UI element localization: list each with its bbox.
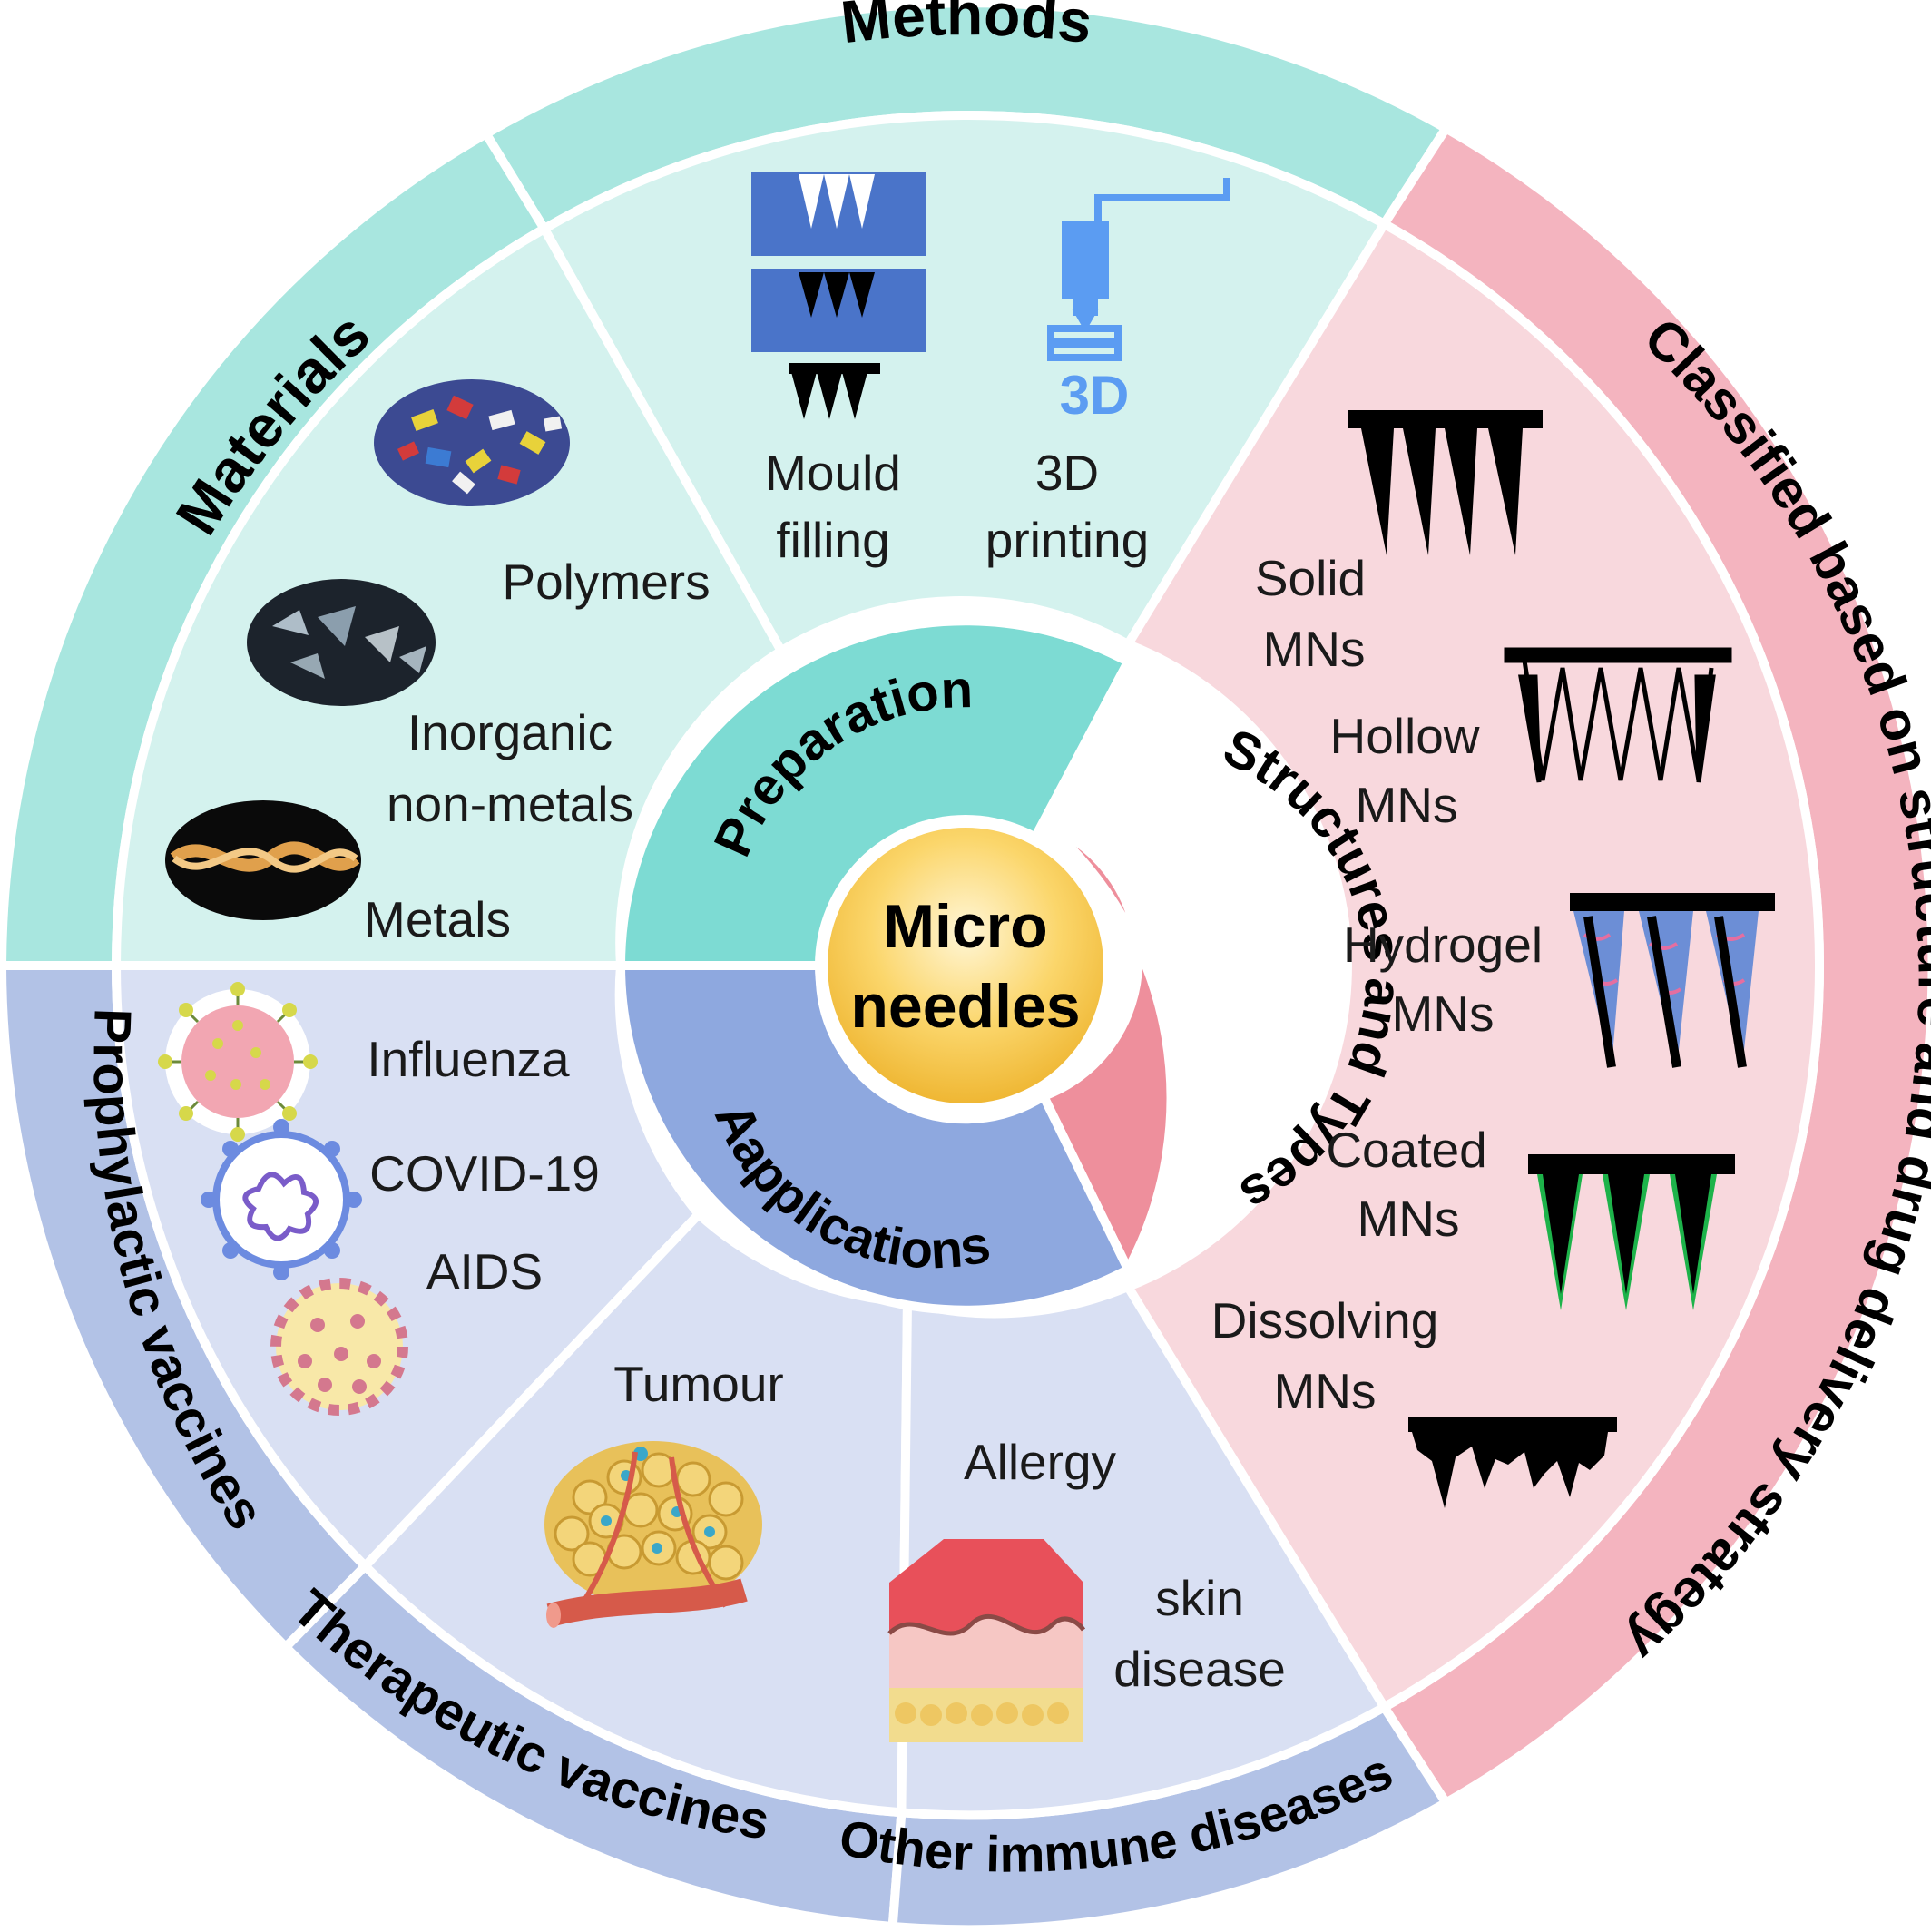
covid-virus-icon (201, 1119, 362, 1280)
solid-mn-icon[interactable] (1348, 410, 1543, 555)
middle-sector-materials (111, 222, 788, 970)
center-title-line1: Micro (883, 892, 1047, 961)
solid-label-line1: Solid (1255, 550, 1366, 606)
printer-badge: 3D (1060, 365, 1130, 426)
hydrogel-label-line1: Hydrogel (1343, 917, 1543, 973)
hydrogel-mn-icon[interactable] (1570, 893, 1775, 1068)
metals-label: Metals (364, 891, 511, 947)
allergy-label: Allergy (964, 1434, 1117, 1490)
hollow-label-line1: Hollow (1329, 708, 1479, 764)
printer-icon (1047, 178, 1230, 361)
center-core (828, 828, 1103, 1103)
hydrogel-label-line2: MNs (1391, 986, 1494, 1042)
coated-mn-icon[interactable] (1528, 1154, 1735, 1310)
mould-icon (751, 172, 926, 419)
influenza-label: Influenza (367, 1031, 570, 1087)
metals-image (165, 800, 361, 920)
printing-label-line1: 3D (1035, 445, 1099, 501)
printing-label-line2: printing (985, 512, 1149, 568)
mould-label-line1: Mould (765, 445, 901, 501)
covid-label: COVID-19 (369, 1145, 600, 1201)
hollow-mn-icon[interactable] (1504, 647, 1732, 783)
mould-label-line2: filling (776, 512, 889, 568)
skin-disease-image (887, 1539, 1086, 1742)
hub-applications[interactable] (615, 961, 1134, 1315)
inorganic-image (247, 579, 436, 706)
inorganic-label-line2: non-metals (387, 776, 633, 832)
tumour-label: Tumour (613, 1356, 783, 1412)
outer-label-methods: Methods (838, 0, 1096, 55)
center-title-line2: needles (850, 972, 1080, 1041)
dissolving-mn-icon[interactable] (1408, 1417, 1617, 1508)
solid-label-line2: MNs (1262, 621, 1365, 677)
inorganic-label-line1: Inorganic (407, 704, 613, 760)
skin-disease-label-line2: disease (1113, 1641, 1286, 1697)
influenza-virus-icon (158, 982, 318, 1142)
coated-label-line2: MNs (1357, 1191, 1459, 1247)
tumour-image (544, 1441, 762, 1628)
aids-virus-icon (270, 1278, 408, 1416)
hollow-label-line2: MNs (1355, 777, 1457, 833)
dissolving-label-line2: MNs (1273, 1363, 1376, 1419)
skin-disease-label-line1: skin (1155, 1570, 1244, 1626)
aids-label: AIDS (426, 1243, 543, 1299)
polymers-label: Polymers (502, 554, 710, 610)
coated-label-line1: Coated (1326, 1122, 1486, 1178)
dissolving-label-line1: Dissolving (1211, 1292, 1439, 1348)
middle-sector-types (1121, 218, 1825, 1713)
polymers-image (374, 379, 570, 506)
